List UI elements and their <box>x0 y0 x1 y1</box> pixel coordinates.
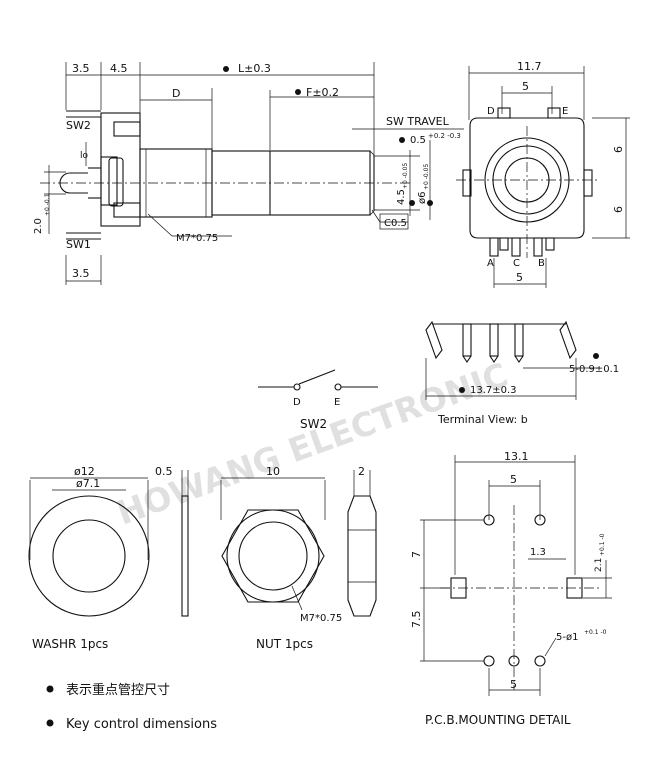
dim-3-5-bottom: 3.5 <box>72 267 90 280</box>
watermark: HOWANG ELECTRONIC <box>112 355 513 533</box>
pin-D: D <box>487 106 495 117</box>
front-pin-spacing-top: 5 <box>522 80 529 93</box>
washer: ø12 ø7.1 0.5 WASHR 1pcs <box>28 465 189 651</box>
dim-4-5: 4.5 <box>110 62 128 75</box>
pin-C: C <box>513 258 520 269</box>
dim-4-5-shaft-tol: +0 -0.05 <box>402 163 409 189</box>
key-dot <box>427 200 433 206</box>
pin-A: A <box>487 258 494 269</box>
pcb-pin-spacing-bottom: 5 <box>510 678 517 691</box>
pcb-width: 13.1 <box>504 450 529 463</box>
key-dot <box>409 200 415 206</box>
terminal-view: 13.7±0.3 5-0.9±0.1 Terminal View: b <box>425 320 619 426</box>
legend-english: Key control dimensions <box>66 717 217 732</box>
switch-label: SW2 <box>300 417 327 431</box>
mark-lo: lo <box>80 151 89 161</box>
washer-inner: ø7.1 <box>76 477 100 490</box>
terminal-pin-dim: 5-0.9±0.1 <box>569 364 619 375</box>
washer-thickness: 0.5 <box>155 465 173 478</box>
nut-thickness: 2 <box>358 465 365 478</box>
pcb-holes: 5-ø1 <box>556 632 578 643</box>
pcb-holes-tol: +0.1 -0 <box>584 629 607 636</box>
legend-chinese: 表示重点管控尺寸 <box>66 682 170 698</box>
thread-label: M7*0.75 <box>176 233 218 244</box>
dim-2-0-tol: +0 -0.1 <box>44 193 51 216</box>
dim-D: D <box>172 87 180 100</box>
nut-caption: NUT 1pcs <box>256 637 313 651</box>
pin-E: E <box>562 106 568 117</box>
washer-caption: WASHR 1pcs <box>32 637 108 651</box>
front-view: 11.7 5 D E A C B 5 6 6 <box>456 60 630 288</box>
pcb-dim-7-5: 7.5 <box>410 611 423 629</box>
dim-6-tol: +0 -0.05 <box>423 164 430 190</box>
travel-value: 0.5 <box>410 135 426 146</box>
terminal-span: 13.7±0.3 <box>470 385 517 396</box>
pcb-slot: 2.1 <box>594 558 604 572</box>
key-dot <box>223 66 229 72</box>
pin-B: B <box>538 258 545 269</box>
pcb-dim-1-3: 1.3 <box>530 547 546 558</box>
terminal-caption: Terminal View: b <box>437 413 528 426</box>
sw1-label: SW1 <box>66 238 91 251</box>
dim-6: ø6 <box>417 192 428 204</box>
nut-thread: M7*0.75 <box>300 613 342 624</box>
dim-F: F±0.2 <box>306 86 339 99</box>
pcb-pin-spacing-top: 5 <box>510 473 517 486</box>
switch-symbol: D E SW2 <box>258 369 378 431</box>
pcb-caption: P.C.B.MOUNTING DETAIL <box>425 713 571 727</box>
nut: 10 M7*0.75 2 NUT 1pcs <box>220 465 377 651</box>
pcb-slot-tol: +0.1 -0 <box>599 533 606 556</box>
washer-outer: ø12 <box>74 465 95 478</box>
key-dot <box>46 719 54 727</box>
key-dot <box>399 137 405 143</box>
key-dot <box>46 685 54 693</box>
dim-L: L±0.3 <box>238 62 271 75</box>
key-dot <box>295 89 301 95</box>
sw2-label: SW2 <box>66 119 91 132</box>
key-dot <box>593 353 599 359</box>
dim-3-5-top: 3.5 <box>72 62 90 75</box>
pcb-detail: 13.1 5 7 7.5 1.3 2.1 +0.1 -0 5-ø1 +0.1 -… <box>410 450 612 727</box>
half-height-top: 6 <box>612 146 625 153</box>
key-dot <box>459 387 465 393</box>
nut-width: 10 <box>266 465 280 478</box>
front-pin-spacing-bottom: 5 <box>516 271 523 284</box>
chamfer-label: C0.5 <box>384 218 407 229</box>
half-height-bottom: 6 <box>612 206 625 213</box>
switch-pin-D: D <box>293 397 301 408</box>
dim-2-0: 2.0 <box>33 218 44 234</box>
sw-travel-label: SW TRAVEL <box>386 115 450 128</box>
dim-4-5-shaft: 4.5 <box>396 189 407 205</box>
travel-tol: +0.2 -0.3 <box>428 132 461 140</box>
switch-pin-E: E <box>334 397 340 408</box>
side-view: 3.5 4.5 L±0.3 D F±0.2 SW TRAVEL 0.5 +0.2… <box>33 62 464 285</box>
legend: 表示重点管控尺寸 Key control dimensions <box>46 682 217 732</box>
pcb-dim-7: 7 <box>410 551 423 558</box>
front-width: 11.7 <box>517 60 542 73</box>
